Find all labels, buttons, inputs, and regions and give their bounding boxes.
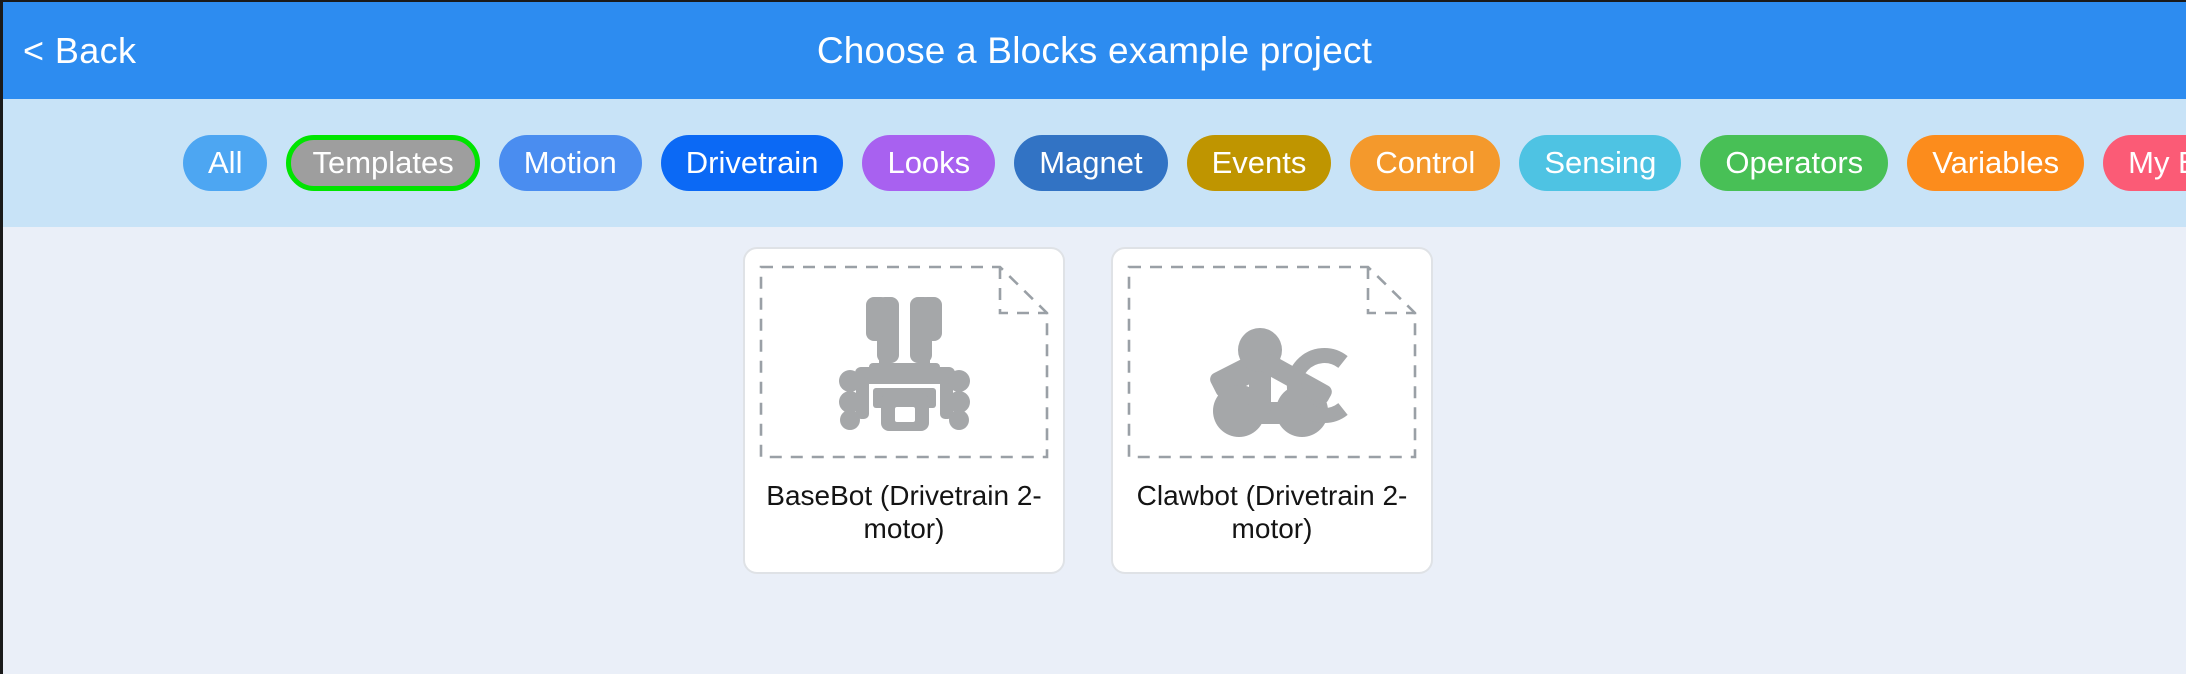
clawbot-robot-icon <box>1127 265 1417 459</box>
category-pill-label: Looks <box>887 145 971 180</box>
back-button-label: < Back <box>23 29 137 71</box>
category-pill-events[interactable]: Events <box>1186 135 1332 191</box>
category-pill-magnet[interactable]: Magnet <box>1014 135 1168 191</box>
project-thumbnail <box>1123 259 1421 465</box>
category-pill-label: Magnet <box>1039 145 1143 180</box>
category-pill-label: Drivetrain <box>685 145 819 180</box>
category-pill-looks[interactable]: Looks <box>862 135 996 191</box>
project-card[interactable]: BaseBot (Drivetrain 2-motor) <box>743 247 1065 574</box>
category-pill-motion[interactable]: Motion <box>498 135 642 191</box>
category-pill-label: Variables <box>1932 145 2060 180</box>
project-card-grid: BaseBot (Drivetrain 2-motor) Clawbot (Dr… <box>743 247 1433 574</box>
project-thumbnail <box>755 259 1053 465</box>
back-button[interactable]: < Back <box>23 2 136 99</box>
project-card-title: BaseBot (Drivetrain 2-motor) <box>766 480 1042 545</box>
project-list-area: BaseBot (Drivetrain 2-motor) Clawbot (Dr… <box>3 227 2186 674</box>
category-pill-label: Events <box>1211 145 1307 180</box>
page-title: Choose a Blocks example project <box>816 29 1373 71</box>
basebot-robot-icon <box>759 265 1049 459</box>
app-header: < Back Choose a Blocks example project <box>3 2 2186 99</box>
category-pill-label: Operators <box>1725 145 1864 180</box>
category-pill-label: All <box>208 145 243 180</box>
category-pill-drivetrain[interactable]: Drivetrain <box>660 135 844 191</box>
category-pill-variables[interactable]: Variables <box>1907 135 2085 191</box>
project-card[interactable]: Clawbot (Drivetrain 2-motor) <box>1111 247 1433 574</box>
project-card-title: Clawbot (Drivetrain 2-motor) <box>1136 480 1408 545</box>
category-pill-label: Sensing <box>1544 145 1657 180</box>
category-filter-bar: All Templates Motion Drivetrain Looks Magnet E… <box>3 99 2186 227</box>
category-pill-my-blocks[interactable]: My Blocks <box>2103 135 2186 191</box>
category-pill-control[interactable]: Control <box>1350 135 1501 191</box>
category-pill-sensing[interactable]: Sensing <box>1519 135 1682 191</box>
category-pill-label: Control <box>1375 145 1476 180</box>
category-pill-templates[interactable]: Templates <box>286 135 480 191</box>
category-pill-label: Templates <box>312 145 454 180</box>
category-pill-operators[interactable]: Operators <box>1700 135 1889 191</box>
category-pill-label: Motion <box>523 145 617 180</box>
category-pill-label: My Blocks <box>2128 145 2186 180</box>
category-pill-all[interactable]: All <box>183 135 268 191</box>
